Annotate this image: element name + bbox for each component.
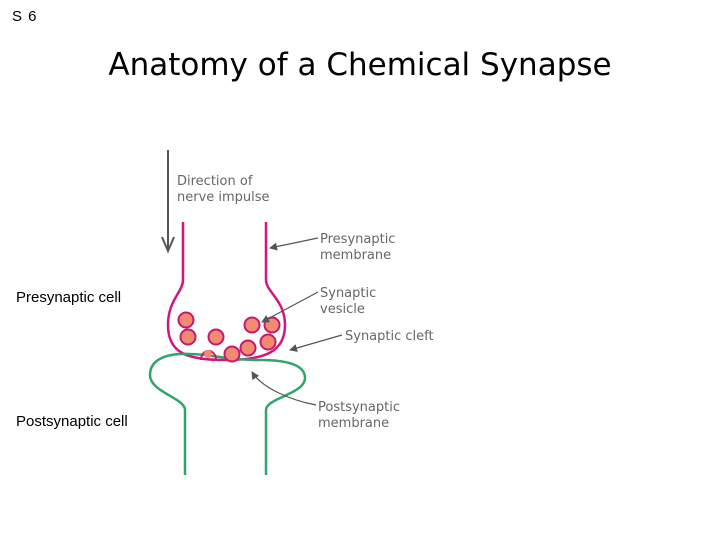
impulse-arrowhead (161, 236, 175, 254)
direction-label: Direction of nerve impulse (177, 174, 270, 205)
slide-title: Anatomy of a Chemical Synapse (108, 47, 612, 83)
postsynaptic-membrane-label-line2: membrane (318, 416, 389, 431)
postsynaptic-cell-label: Postsynaptic cell (16, 413, 128, 430)
synaptic-vesicle (207, 328, 225, 346)
synaptic-vesicle-label-line1: Synaptic (320, 286, 376, 301)
presynaptic-membrane-pointer (269, 237, 319, 251)
synaptic-cleft-pointer (289, 334, 343, 352)
synaptic-vesicle-label-line2: vesicle (320, 302, 365, 317)
synaptic-vesicle (177, 311, 195, 329)
direction-label-line2: nerve impulse (177, 190, 270, 205)
presynaptic-cell-label: Presynaptic cell (16, 289, 122, 306)
presynaptic-membrane-label-line1: Presynaptic (320, 232, 395, 247)
synaptic-vesicle (259, 333, 277, 351)
postsynaptic-membrane-pointer (251, 371, 317, 406)
synaptic-vesicle-label: Synaptic vesicle (320, 286, 380, 317)
synaptic-vesicle (179, 328, 197, 346)
direction-label-line1: Direction of (177, 174, 253, 189)
synaptic-vesicle (243, 316, 261, 334)
synaptic-cleft-label: Synaptic cleft (345, 329, 434, 344)
synaptic-vesicle-pointer (261, 291, 319, 323)
presynaptic-membrane (166, 222, 287, 362)
presynaptic-membrane-label-line2: membrane (320, 248, 391, 263)
synaptic-vesicle (223, 345, 241, 363)
synaptic-vesicles (177, 311, 281, 363)
postsynaptic-membrane-label: Postsynaptic membrane (318, 400, 404, 431)
postsynaptic-membrane (148, 352, 307, 475)
synaptic-vesicle (239, 339, 257, 357)
presynaptic-membrane-label: Presynaptic membrane (320, 232, 400, 263)
slide-number: S 6 (12, 8, 38, 25)
fusing-vesicle-core (204, 350, 212, 358)
postsynaptic-membrane-label-line1: Postsynaptic (318, 400, 400, 415)
